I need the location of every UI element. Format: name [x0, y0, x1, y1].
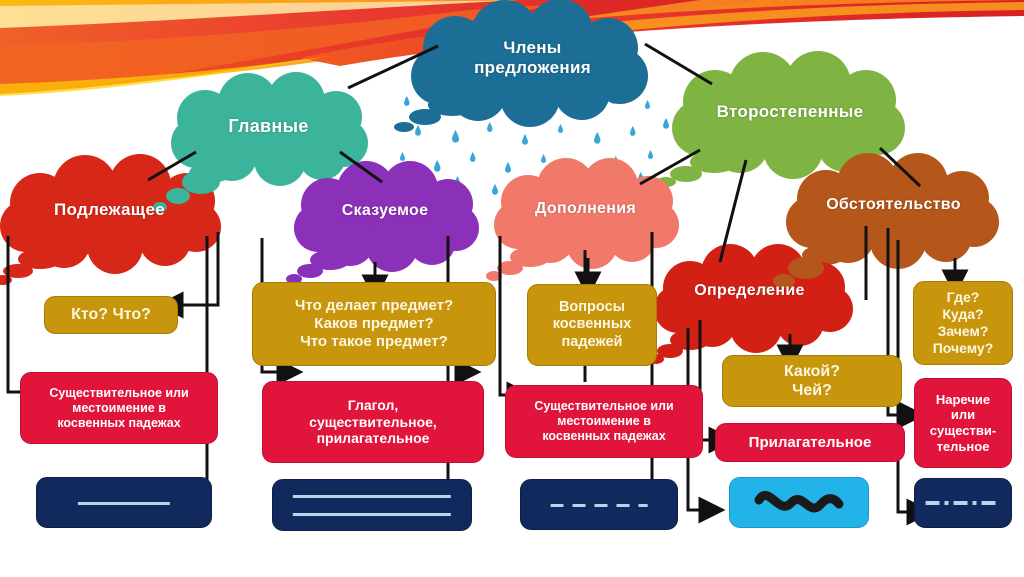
cloud-predicate	[286, 161, 479, 284]
cloud-label-object: Дополнения	[535, 200, 636, 217]
underline-dashed	[521, 480, 677, 529]
cloud-object	[486, 158, 679, 281]
cloud-label-main: Главные	[228, 116, 309, 136]
underline-box-object[interactable]	[520, 479, 678, 530]
underline-box-predicate[interactable]	[272, 479, 472, 531]
wavy-line-icon	[754, 490, 844, 512]
underline-box-adverbial[interactable]	[914, 478, 1012, 528]
question-box-object[interactable]: Вопросы косвенных падежей	[527, 284, 657, 366]
underline-double	[273, 480, 471, 530]
cloud-adverbial	[777, 153, 999, 279]
underline-box-subject[interactable]	[36, 477, 212, 528]
question-box-predicate[interactable]: Что делает предмет? Каков предмет? Что т…	[252, 282, 496, 366]
cloud-label-subject: Подлежащее	[54, 200, 165, 219]
cloud-label-secondary: Второстепенные	[716, 102, 864, 121]
pos-box-predicate[interactable]: Глагол, существительное, прилагательное	[262, 381, 484, 463]
cloud-label-predicate: Сказуемое	[341, 202, 429, 219]
pos-box-object[interactable]: Существительное или местоимение в косвен…	[505, 385, 703, 458]
cloud-label-attribute: Определение	[694, 282, 805, 299]
question-box-subject[interactable]: Кто? Что?	[44, 296, 178, 334]
cloud-attribute	[648, 244, 853, 364]
pos-box-subject[interactable]: Существительное или местоимение в косвен…	[20, 372, 218, 444]
question-box-attribute[interactable]: Какой? Чей?	[722, 355, 902, 407]
cloud-label-root: Члены предложения	[474, 38, 591, 78]
question-box-adverbial[interactable]: Где? Куда? Зачем? Почему?	[913, 281, 1013, 365]
pos-box-adverbial[interactable]: Наречие или существи- тельное	[914, 378, 1012, 468]
cloud-label-adverbial: Обстоятельство	[826, 196, 961, 213]
underline-box-attribute[interactable]	[729, 477, 869, 528]
underline-dash-dot	[915, 479, 1011, 527]
pos-box-attribute[interactable]: Прилагательное	[715, 423, 905, 462]
underline-single	[37, 478, 211, 527]
